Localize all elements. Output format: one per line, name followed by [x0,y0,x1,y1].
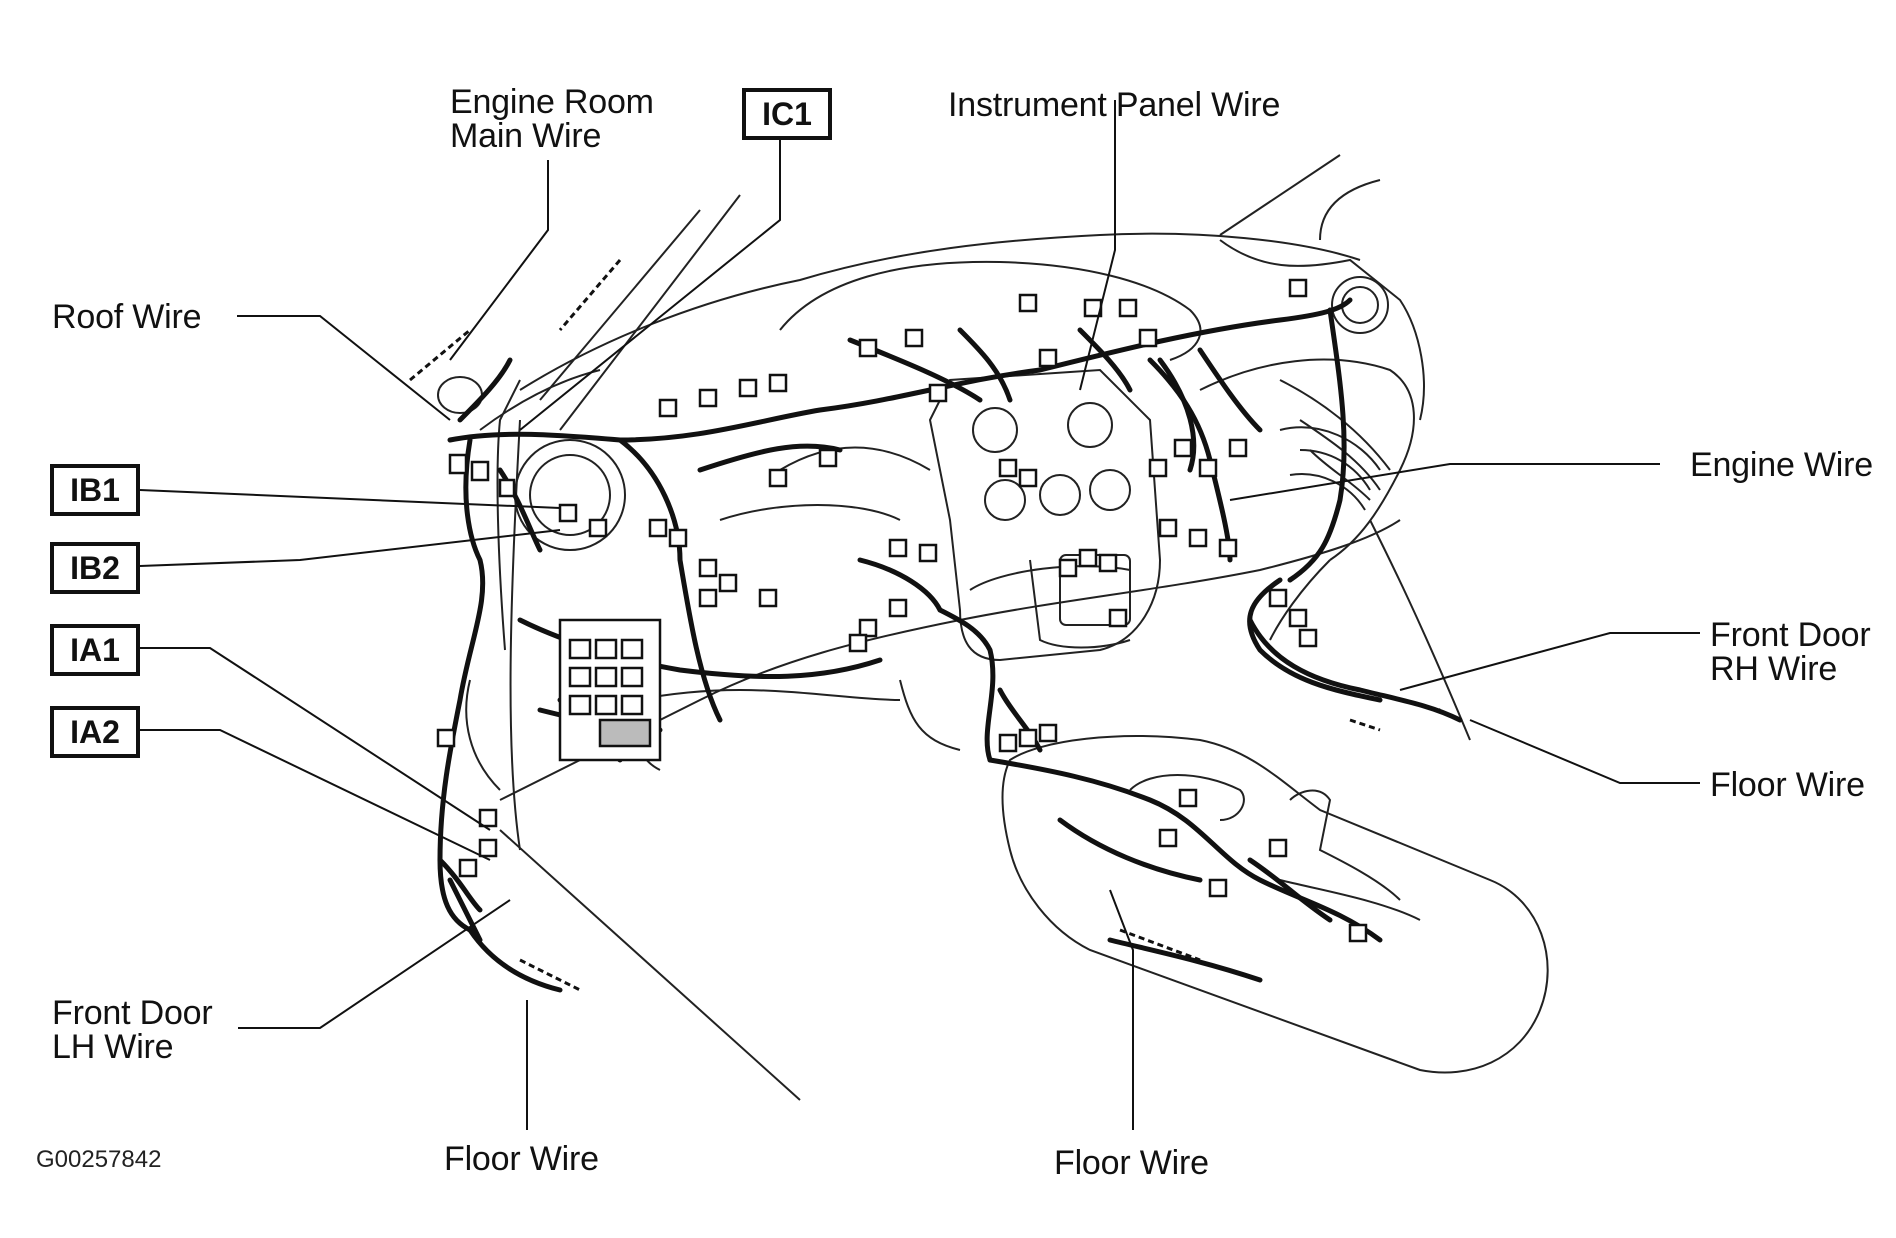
label-ib2: IB2 [50,542,140,594]
label-instrument-panel-wire: Instrument Panel Wire [948,86,1281,124]
dashboard-outline [437,154,1549,1101]
junction-block [558,618,662,762]
label-front-door-lh-wire: Front Door LH Wire [52,994,213,1066]
wire-dashed-ends [409,259,1441,992]
label-floor-wire-right: Floor Wire [1710,766,1865,804]
label-engine-wire: Engine Wire [1690,446,1873,484]
label-ia2: IA2 [50,706,140,758]
label-engine-room-main-wire: Engine Room Main Wire [450,83,654,155]
label-floor-wire-bottom-left: Floor Wire [444,1140,599,1178]
label-floor-wire-bottom-center: Floor Wire [1054,1144,1209,1182]
label-ic1: IC1 [742,88,832,140]
label-ia1: IA1 [50,624,140,676]
label-ib1: IB1 [50,464,140,516]
leader-lines [139,100,1700,1130]
label-front-door-rh-wire: Front Door RH Wire [1710,616,1871,688]
figure-id: G00257842 [36,1146,162,1173]
label-roof-wire: Roof Wire [52,298,202,336]
